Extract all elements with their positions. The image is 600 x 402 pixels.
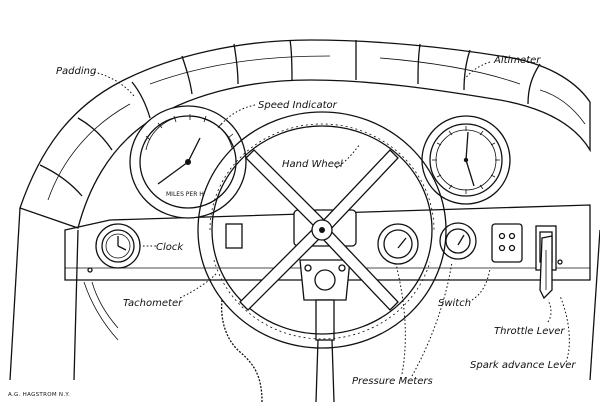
switch-leader [471, 267, 491, 301]
pressure-gauge-right [439, 222, 477, 260]
engraver-credit: A.G. HAGSTROM N.Y. [8, 392, 70, 398]
speed-indicator-leader [219, 104, 256, 127]
altimeter-gauge [421, 115, 511, 205]
spark-advance-lever-label: Spark advance Lever [470, 360, 576, 371]
pressure-meters-leader-2 [411, 261, 453, 377]
switch-label: Switch [438, 298, 471, 309]
pressure-meters-label: Pressure Meters [352, 376, 433, 387]
labels: Padding Altimeter Speed Indicator Hand W… [8, 55, 576, 398]
throttle-quadrant [535, 225, 557, 300]
padding-label: Padding [56, 66, 96, 77]
instrument-board [9, 204, 600, 381]
padding-roll [19, 39, 591, 229]
spark-advance-leader [559, 295, 570, 363]
tachometer-leader [179, 273, 217, 299]
hand-wheel-label: Hand Wheel [282, 159, 343, 170]
speed-indicator-label: Speed Indicator [258, 100, 338, 111]
clock-label: Clock [156, 242, 184, 253]
leader-lines [93, 61, 570, 377]
padding-leader [93, 71, 135, 97]
clock-gauge [95, 223, 141, 269]
pressure-meters-leader-1 [395, 263, 406, 375]
hand-wheel-leader [335, 143, 361, 169]
pressure-gauge-left [377, 223, 419, 265]
speed-indicator-gauge: MILES PER H [129, 105, 247, 219]
altimeter-label: Altimeter [493, 55, 541, 66]
ignition-switch [491, 223, 523, 263]
throttle-lever-label: Throttle Lever [494, 326, 565, 337]
tachometer-label: Tachometer [123, 298, 183, 309]
hand-wheel [197, 111, 447, 402]
miles-per-hour-text: MILES PER H [166, 191, 204, 198]
throttle-leader [547, 299, 552, 323]
